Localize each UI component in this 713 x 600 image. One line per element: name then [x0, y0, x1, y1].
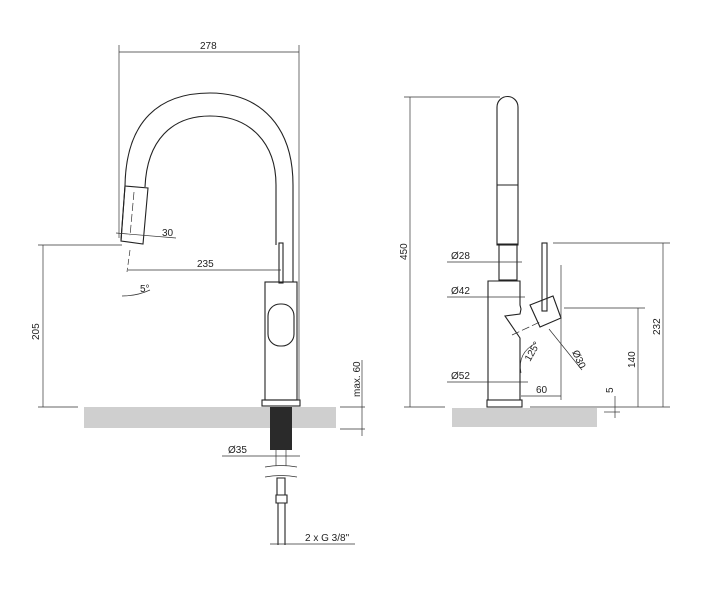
spout-neck [498, 244, 518, 281]
threaded-shank [270, 407, 292, 450]
lever-front [541, 242, 548, 312]
side-view: 278 30 235 5° 205 max. 60 Ø35 2 x G 3/8" [31, 41, 365, 545]
dim-shank-diameter: Ø35 [228, 445, 247, 456]
dim-base-height: 5 [605, 387, 616, 393]
dim-diameter-upper: Ø28 [451, 251, 470, 262]
dim-handle-angle: 125° [523, 340, 543, 363]
dim-handle-diameter: Ø30 [569, 349, 587, 371]
dim-height-total: 450 [399, 243, 410, 260]
dim-diameter-mid: Ø42 [451, 286, 470, 297]
dim-connection: 2 x G 3/8" [305, 533, 350, 544]
dim-handle-height: 140 [627, 351, 638, 368]
body-front [487, 280, 522, 401]
dim-head-width: 30 [162, 228, 174, 239]
dim-max-counter: max. 60 [352, 361, 363, 397]
dim-width-total: 278 [200, 41, 217, 52]
spray-head [120, 185, 149, 245]
dim-reach: 235 [197, 259, 214, 270]
spout-outer [120, 92, 294, 282]
dim-spout-angle: 5° [140, 284, 150, 295]
spout-inner [144, 115, 277, 245]
countertop-front [452, 408, 597, 427]
handle [267, 303, 295, 347]
spout-front [496, 96, 519, 246]
lever [278, 242, 284, 284]
dim-diameter-base: Ø52 [451, 371, 470, 382]
dim-spout-height: 205 [31, 323, 42, 340]
dim-lever-height: 232 [652, 318, 663, 335]
base-plate [261, 399, 301, 407]
base-front [486, 399, 523, 408]
countertop [84, 407, 336, 428]
front-view: 450 Ø28 Ø42 Ø52 125° Ø30 60 232 140 5 [399, 96, 670, 427]
dim-handle-offset: 60 [536, 385, 548, 396]
